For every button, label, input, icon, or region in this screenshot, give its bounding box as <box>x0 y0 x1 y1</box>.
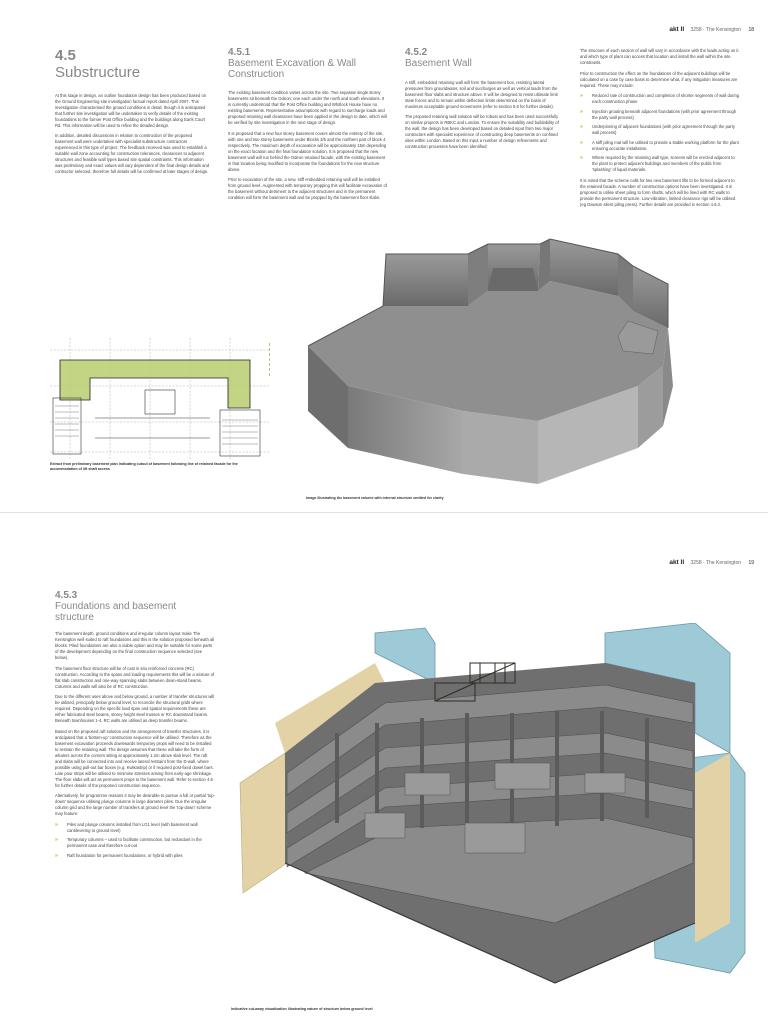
list-item: »Where required by the retaining wall ty… <box>580 155 735 172</box>
section-title: Substructure <box>55 64 141 81</box>
double-chevron-right-icon: » <box>55 837 58 843</box>
project-name: 3258 · The Kensington <box>690 560 742 566</box>
list-item: »Piles and plunge columns installed from… <box>55 821 198 833</box>
brand-logo: akt II <box>669 559 685 566</box>
list-item: »A stiff piling mat will be utilised to … <box>580 139 739 151</box>
paragraph: A stiff, embedded retaining wall will fo… <box>405 79 558 109</box>
page-number: 19 <box>748 560 754 566</box>
mitigation-list: »Reduced rate of construction and comple… <box>580 93 740 173</box>
plan-caption: Extract from preliminary basement plan i… <box>50 462 238 471</box>
double-chevron-right-icon: » <box>580 139 583 146</box>
paragraph: Prior to construction the effect on the … <box>580 70 738 88</box>
basement-plan-drawing <box>50 338 270 460</box>
cutaway-caption: Indicative cut-away visualisation illust… <box>231 1007 373 1011</box>
list-item: »Reduced rate of construction and comple… <box>580 93 740 104</box>
paragraph: Due to the different uses above and belo… <box>55 694 215 723</box>
paragraph: It is noted that the scheme calls for tw… <box>580 178 736 207</box>
paragraph: In addition, detailed discussions in rel… <box>55 133 210 175</box>
page-18: akt II 3258 · The Kensington 18 4.5 Subs… <box>50 26 754 500</box>
paragraph: The structure of each section of wall wi… <box>580 48 739 65</box>
section-title: Basement Excavation & Wall Construction <box>228 58 357 80</box>
section-4-5-2: 4.5.2 Basement Wall A stiff, embedded re… <box>405 48 563 155</box>
list-item: »Underpinning of adjacent foundations (w… <box>580 124 735 135</box>
paragraph: The basement depth, ground conditions an… <box>55 631 215 660</box>
double-chevron-right-icon: » <box>580 108 583 115</box>
section-4-5-3: 4.5.3 Foundations and basement structure… <box>55 591 215 862</box>
cutaway-visualisation <box>239 623 746 984</box>
paragraph: The proposed retaining wall solution wil… <box>405 114 559 149</box>
section-number: 4.5.3 <box>55 590 78 601</box>
section-4-5: 4.5 Substructure At this stage in design… <box>55 48 210 180</box>
paragraph: Alternatively, for programme reasons it … <box>55 793 215 816</box>
double-chevron-right-icon: » <box>580 155 583 161</box>
section-4-5-2-continued: The structure of each section of wall wi… <box>580 48 740 213</box>
paragraph: Prior to excavation of the site, a new, … <box>228 177 387 200</box>
paragraph: The existing basement condition varies a… <box>228 90 387 125</box>
list-item: »Injection grouting beneath adjacent fou… <box>580 108 737 120</box>
double-chevron-right-icon: » <box>55 821 58 828</box>
page-number: 18 <box>748 27 754 33</box>
brand-logo: akt II <box>669 26 685 33</box>
section-number: 4.5.2 <box>405 47 428 58</box>
section-title: Basement Wall <box>405 58 472 69</box>
section-number: 4.5.1 <box>228 47 251 58</box>
page-19: akt II 3258 · The Kensington 19 4.5.3 Fo… <box>0 512 768 1024</box>
basement-volume-model <box>307 238 673 484</box>
running-header: akt II 3258 · The Kensington 18 <box>669 26 754 33</box>
list-item: »Raft foundation for permanent foundatio… <box>55 852 183 859</box>
project-name: 3258 · The Kensington <box>690 27 742 33</box>
paragraph: At this stage in design, an outline foun… <box>55 92 207 128</box>
paragraph: The basement floor structure will be of … <box>55 665 215 689</box>
section-title: Foundations and basement structure <box>55 601 177 623</box>
double-chevron-right-icon: » <box>580 93 583 99</box>
model-caption: Image illustrating the basement volume w… <box>306 496 444 500</box>
double-chevron-right-icon: » <box>580 124 583 130</box>
double-chevron-right-icon: » <box>55 852 58 859</box>
running-header: akt II 3258 · The Kensington 19 <box>669 559 754 566</box>
section-number: 4.5 <box>55 47 76 64</box>
top-down-features-list: »Piles and plunge columns installed from… <box>55 822 215 859</box>
paragraph: Based on the proposed raft solution and … <box>55 728 214 788</box>
section-4-5-1: 4.5.1 Basement Excavation & Wall Constru… <box>228 48 388 206</box>
paragraph: It is proposed that a new four storey ba… <box>228 130 387 172</box>
list-item: »Temporary columns – used to facilitate … <box>55 837 202 848</box>
